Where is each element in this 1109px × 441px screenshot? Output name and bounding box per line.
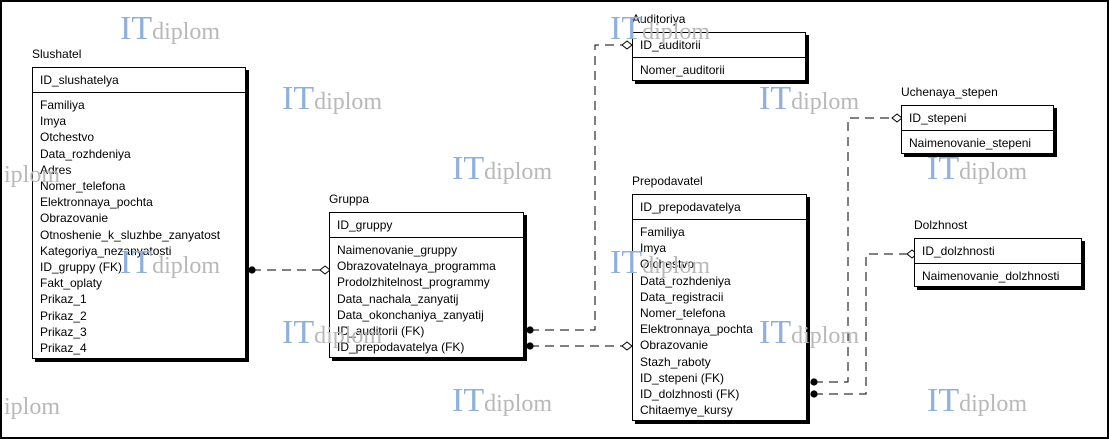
primary-key: ID_stepeni [902, 106, 1053, 131]
watermark: ITdiplom [452, 150, 553, 187]
attribute: Chitaemye_kursy [640, 403, 733, 418]
link-end-gruppa-auditoriya [526, 326, 534, 334]
watermark: ITdiplom [927, 382, 1028, 419]
attribute: Nomer_telefona [40, 179, 126, 194]
entity-title: Prepodavatel [632, 174, 703, 188]
attribute: Imya [640, 241, 667, 256]
watermark: iplom [4, 394, 61, 420]
primary-key: ID_prepodavatelya [633, 195, 806, 220]
watermark: iplom [4, 162, 61, 188]
watermark: ITdiplom [120, 10, 221, 47]
watermark: ITdiplom [759, 80, 860, 117]
link-end-slushatel [248, 266, 256, 274]
attribute: Data_rozhdeniya [640, 273, 731, 288]
attribute: Data_rozhdeniya [40, 146, 131, 161]
watermark: ITdiplom [927, 150, 1028, 187]
attribute: ID_prepodavatelya (FK) [337, 340, 465, 355]
primary-key: ID_gruppy [330, 213, 523, 238]
watermark: ITdiplom [610, 10, 711, 47]
entity-title: Dolzhnost [914, 218, 968, 232]
attribute: Obrazovanie [640, 338, 709, 353]
attribute: Stazh_raboty [640, 354, 711, 369]
entity-box: ID_dolzhnosti Naimenovanie_dolzhnosti [914, 238, 1082, 288]
entity-box: ID_prepodavatelya Familiya Imya Otchestv… [632, 194, 807, 422]
attribute: Elektronnaya_pochta [640, 322, 753, 337]
attribute-list: Naimenovanie_gruppy Obrazovatelnaya_prog… [330, 238, 523, 357]
watermark: ITdiplom [282, 80, 383, 117]
attribute: Prikaz_2 [40, 308, 87, 323]
entity-title: Uchenaya_stepen [901, 85, 998, 99]
entity-box: ID_gruppy Naimenovanie_gruppy Obrazovate… [329, 212, 524, 359]
attribute: Otchestvo [40, 130, 95, 145]
entity-title: Slushatel [32, 47, 82, 61]
attribute: Nomer_telefona [640, 306, 726, 321]
attribute: Familiya [40, 98, 85, 112]
attribute-list: Naimenovanie_dolzhnosti [915, 264, 1081, 286]
attribute-list: Naimenovanie_stepeni [902, 131, 1053, 153]
attribute-list: Nomer_auditorii [633, 58, 805, 80]
entity-box: ID_stepeni Naimenovanie_stepeni [901, 105, 1054, 155]
attribute-list: Familiya Imya Otchestvo Data_rozhdeniya … [33, 93, 245, 358]
attribute: Data_registracii [640, 289, 724, 304]
primary-key: ID_dolzhnosti [915, 239, 1081, 264]
attribute: Adres [40, 162, 72, 177]
watermark: ITdiplom [120, 244, 221, 281]
attribute: ID_gruppy (FK) [40, 260, 123, 275]
attribute: Prikaz_4 [40, 341, 87, 356]
attribute: Prikaz_3 [40, 324, 87, 339]
entity-gruppa: Gruppa ID_gruppy Naimenovanie_gruppy Obr… [329, 192, 524, 359]
attribute: Otnoshenie_k_sluzhbe_zanyatost [40, 227, 221, 242]
attribute: Data_okonchaniya_zanyatij [337, 307, 484, 322]
entity-box: ID_slushatelya Familiya Imya Otchestvo D… [32, 67, 246, 360]
primary-key: ID_auditorii [633, 33, 805, 58]
attribute: Fakt_oplaty [40, 276, 103, 291]
watermark: ITdiplom [759, 314, 860, 351]
attribute: Prodolzhitelnost_programmy [337, 275, 490, 290]
attribute: Obrazovanie [40, 211, 109, 226]
attribute: Data_nachala_zanyatij [337, 291, 459, 306]
attribute: Nomer_auditorii [640, 63, 725, 77]
attribute: Naimenovanie_dolzhnosti [922, 269, 1060, 283]
link-end-gruppa-prepodavatel [526, 342, 534, 350]
attribute: Naimenovanie_gruppy [337, 243, 458, 257]
entity-box: ID_auditorii Nomer_auditorii [632, 32, 806, 82]
attribute: Imya [40, 114, 67, 129]
entity-auditoriya: Auditoriya ID_auditorii Nomer_auditorii [632, 12, 806, 82]
entity-slushatel: Slushatel ID_slushatelya Familiya Imya O… [32, 47, 246, 360]
attribute: Otchestvo [640, 257, 695, 272]
link-end-prepodavatel-dolzhnost [810, 390, 818, 398]
entity-dolzhnost: Dolzhnost ID_dolzhnosti Naimenovanie_dol… [914, 218, 1082, 288]
watermark: ITdiplom [282, 314, 383, 351]
attribute: Obrazovatelnaya_programma [337, 259, 496, 274]
attribute: ID_dolzhnosti (FK) [640, 387, 740, 402]
attribute: Naimenovanie_stepeni [909, 136, 1032, 150]
entity-uchenaya-stepen: Uchenaya_stepen ID_stepeni Naimenovanie_… [901, 85, 1054, 155]
attribute: ID_stepeni (FK) [640, 370, 725, 385]
entity-title: Auditoriya [632, 12, 686, 26]
watermark: ITdiplom [610, 244, 711, 281]
attribute: Prikaz_1 [40, 292, 87, 307]
attribute: Familiya [640, 225, 685, 239]
attribute: Kategoriya_nezanyatosti [40, 243, 172, 258]
diamond-prepodavatel [621, 341, 633, 351]
primary-key: ID_slushatelya [33, 68, 245, 93]
link-end-prepodavatel-stepen [810, 378, 818, 386]
attribute: ID_auditorii (FK) [337, 324, 425, 339]
attribute: Elektronnaya_pochta [40, 195, 153, 210]
attribute-list: Familiya Imya Otchestvo Data_rozhdeniya … [633, 220, 806, 420]
entity-title: Gruppa [329, 192, 370, 206]
entity-prepodavatel: Prepodavatel ID_prepodavatelya Familiya … [632, 174, 807, 422]
watermark: ITdiplom [452, 382, 553, 419]
